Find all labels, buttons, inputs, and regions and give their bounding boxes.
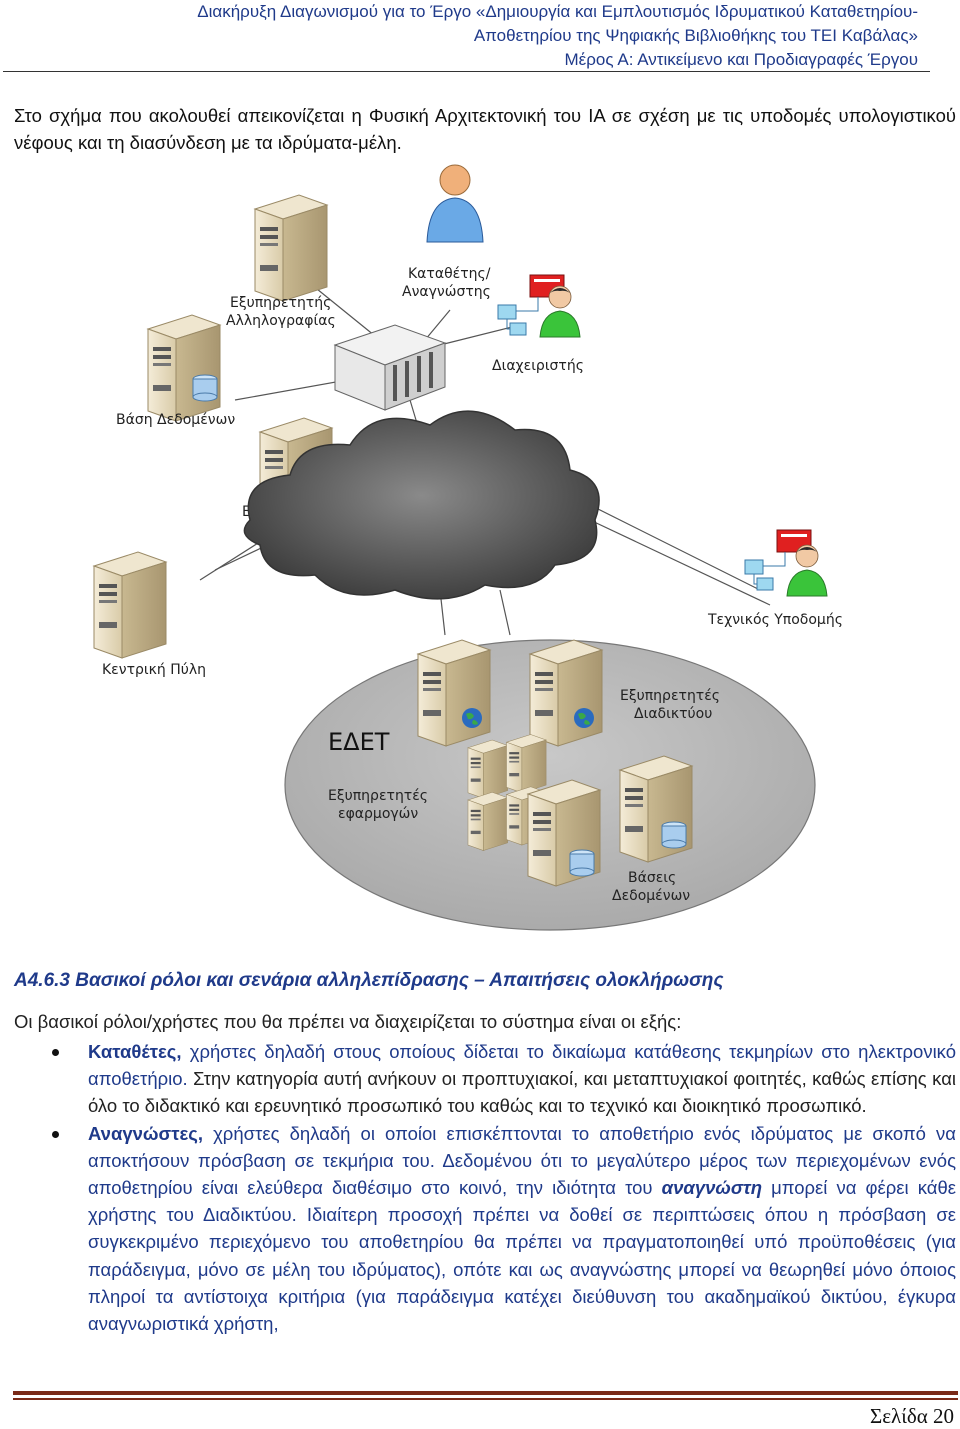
header-line-1: Διακήρυξη Διαγωνισμού για το Έργο «Δημιο…: [197, 2, 918, 21]
footer-divider: [13, 1391, 958, 1395]
database-icon: [569, 849, 595, 877]
depositor-reader-label: Καταθέτης/Αναγνώστης: [402, 266, 491, 300]
role-text: μπορεί να φέρει κάθε χρήστης του Διαδικτ…: [88, 1177, 956, 1226]
globe-icon: [574, 708, 594, 728]
edet-label: ΕΔΕΤ: [328, 728, 390, 756]
cloud-icon: [243, 410, 600, 600]
repository-building-icon: [333, 324, 447, 411]
intro-paragraph: Στο σχήμα που ακολουθεί απεικονίζεται η …: [14, 105, 956, 153]
role-term: Αναγνώστες,: [88, 1122, 203, 1144]
role-text: χρήστες δηλαδή οι οποίοι επισκέπτονται τ…: [88, 1122, 956, 1171]
database-server-icon: [147, 314, 221, 422]
role-emphasis: αναγνώστη: [661, 1177, 762, 1199]
page-number: Σελίδα 20: [869, 1404, 954, 1428]
header-divider: [3, 71, 930, 72]
globe-icon: [462, 708, 482, 728]
web-server-1-icon: [417, 639, 491, 747]
tech-support-label: Τεχνικός Υποδομής: [707, 612, 843, 628]
web-server-2-icon: [529, 639, 603, 747]
mail-server-icon: [254, 194, 328, 302]
role-text: Ιδιαίτερη προσοχή πρέπει να δοθεί σε περ…: [88, 1204, 957, 1335]
role-text: Στην κατηγορία αυτή ανήκουν οι προπτυχια…: [88, 1068, 956, 1117]
database-label: Βάση Δεδομένων: [116, 412, 235, 428]
role-term: Καταθέτες,: [88, 1041, 182, 1062]
role-text: Δεδομένου ότι το μεγαλύτερο μέρος των πε…: [88, 1149, 956, 1199]
central-gateway-label: Κεντρική Πύλη: [102, 662, 206, 678]
roles-list: Καταθέτες, χρήστες δηλαδή στους οποίους …: [52, 1038, 957, 1338]
database-icon: [192, 374, 218, 402]
administrator-label: Διαχειριστής: [492, 358, 584, 374]
bullet-icon: [52, 1130, 59, 1138]
depositor-reader-icon: [426, 164, 484, 243]
list-item: Καταθέτες, χρήστες δηλαδή στους οποίους …: [52, 1038, 956, 1120]
tech-support-icon: [744, 529, 828, 597]
bullet-icon: [52, 1049, 59, 1056]
central-gateway-icon: [93, 551, 167, 659]
list-item: Αναγνώστες, χρήστες δηλαδή οι οποίοι επι…: [52, 1120, 957, 1338]
document-header: Διακήρυξη Διαγωνισμού για το Έργο «Δημιο…: [0, 0, 918, 72]
section-heading: A4.6.3 Βασικοί ρόλοι και σενάρια αλληλεπ…: [14, 970, 724, 991]
roles-intro: Οι βασικοί ρόλοι/χρήστες που θα πρέπει ν…: [14, 1011, 682, 1032]
administrator-icon: [497, 274, 581, 338]
database-icon: [661, 821, 687, 849]
footer-divider: [13, 1398, 958, 1400]
header-line-3: Μέρος Α: Αντικείμενο και Προδιαγραφές Έρ…: [564, 50, 918, 69]
header-line-2: Αποθετηρίου της Ψηφιακής Βιβλιοθήκης του…: [473, 26, 918, 45]
role-text: χρήστες δηλαδή στους οποίους δίδεται το …: [88, 1041, 956, 1090]
